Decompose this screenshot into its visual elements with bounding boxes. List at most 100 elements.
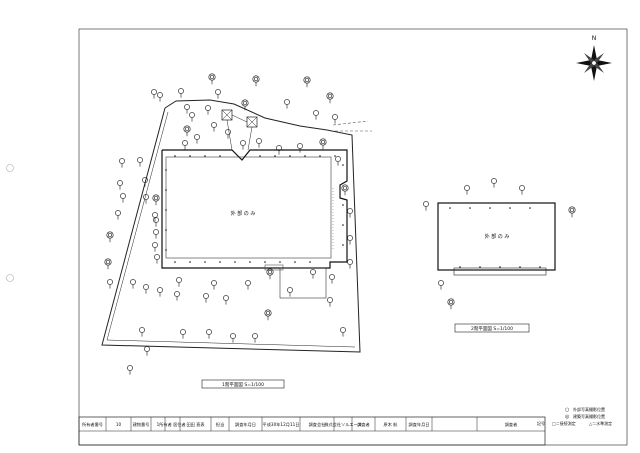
photo-position-marker (287, 287, 293, 293)
title-block-cell: 調査年月日 (409, 421, 430, 428)
photo-position-marker-inner (320, 139, 326, 145)
photo-position-marker-inner (448, 299, 454, 305)
photo-position-marker (568, 206, 576, 214)
photo-position-marker (240, 140, 246, 146)
legend-item-text: 建築写真撮影位置 (573, 413, 605, 419)
photo-position-marker (329, 274, 335, 280)
title-block-cell: 原木 航 (384, 421, 399, 428)
title-block-cell: 所有者番号 (82, 421, 103, 428)
legend-symbol: ○ (565, 407, 569, 413)
plan-1f: 外 部 の み 1階平面図 S=1/100 (101, 73, 372, 389)
compass-north-label: N (592, 35, 597, 42)
plan-1f-caption: 1階平面図 S=1/100 (222, 381, 264, 388)
photo-position-marker-inner (253, 76, 259, 82)
site-boundary-inner (106, 111, 356, 348)
photo-position-marker-inner (242, 100, 248, 106)
photo-position-marker (184, 104, 190, 110)
photo-position-marker-inner (327, 93, 333, 99)
photo-position-marker-inner (184, 126, 190, 132)
plan-1f-caption-box (201, 379, 285, 389)
photo-position-marker (153, 217, 159, 223)
building-1f-outline (161, 149, 348, 269)
photo-position-marker (151, 89, 157, 95)
plan-2f: 外 部 の み 2階平面図 S=1/100 (423, 178, 576, 333)
photo-position-marker (142, 177, 148, 183)
photo-position-marker (120, 193, 126, 199)
photo-position-marker (327, 297, 333, 303)
photo-position-marker (347, 259, 353, 265)
title-block-cell: 株式会社ソルエース (324, 421, 361, 428)
photo-position-marker (154, 254, 160, 260)
photo-position-marker (276, 145, 282, 151)
photo-position-marker-inner (209, 74, 215, 80)
photo-position-marker (347, 208, 353, 214)
binder-hole-top (6, 164, 14, 172)
photo-position-marker (152, 194, 160, 202)
photo-position-marker (119, 158, 125, 164)
title-block-cell: 平成30年12月11日 (263, 421, 300, 428)
photo-position-marker (206, 329, 212, 335)
photo-position-marker (347, 235, 353, 241)
title-block-cell: 担当 (216, 421, 224, 428)
photo-position-marker (319, 138, 327, 146)
photo-position-marker (303, 76, 311, 84)
photo-position-marker (230, 333, 236, 339)
legend-symbol: ◎ (565, 414, 570, 420)
photo-position-marker (284, 99, 290, 105)
photo-position-marker (252, 75, 260, 83)
photo-position-marker (144, 346, 150, 352)
site-boundary (101, 99, 361, 353)
photo-position-marker-inner (569, 207, 575, 213)
photo-position-marker (326, 92, 334, 100)
photo-position-marker (152, 212, 158, 218)
photo-position-marker (106, 231, 114, 239)
photo-position-marker (266, 268, 274, 276)
photo-position-marker (335, 156, 341, 162)
photo-position-marker (115, 210, 121, 216)
photo-position-marker (438, 280, 444, 286)
photo-position-marker (143, 194, 149, 200)
photo-position-marker (211, 122, 217, 128)
photo-position-marker-inner (105, 259, 111, 265)
photo-position-marker (519, 185, 525, 191)
photo-position-marker (194, 134, 200, 140)
title-block-cell: 所有者 居住者 (159, 421, 185, 428)
photo-position-marker (104, 258, 112, 266)
photo-position-marker (183, 125, 191, 133)
photo-position-marker (225, 129, 231, 135)
photo-position-marker (310, 269, 316, 275)
photo-position-marker-inner (265, 310, 271, 316)
drawing-frame (78, 28, 628, 446)
photo-position-marker (245, 280, 251, 286)
photo-markers-2f (423, 178, 576, 310)
photo-position-marker (152, 242, 158, 248)
photo-position-marker (256, 138, 262, 144)
photo-position-marker-inner (107, 232, 113, 238)
title-block-cell: 田田 直表 (186, 421, 205, 428)
balcony-2f (453, 267, 547, 276)
wall-ticks-1f (165, 155, 344, 263)
photo-position-marker (117, 180, 123, 186)
photo-position-marker (332, 114, 338, 120)
photo-position-marker (137, 157, 143, 163)
building-1f-label: 外 部 の み (231, 210, 256, 217)
photo-position-marker (107, 279, 113, 285)
photo-position-marker-inner (304, 77, 310, 83)
entrance-step (264, 264, 284, 271)
photo-position-marker (215, 89, 221, 95)
photo-position-marker (447, 298, 455, 306)
porch-1f (279, 267, 327, 299)
photo-position-marker (423, 201, 429, 207)
photo-position-marker (176, 277, 182, 283)
title-block-cell: 調査者 (357, 421, 370, 428)
photo-position-marker (143, 284, 149, 290)
title-block-cell: 建物番号 (133, 421, 150, 428)
photo-position-marker-inner (153, 195, 159, 201)
building-1f-inner (165, 156, 332, 259)
photo-position-marker (182, 140, 188, 146)
photo-position-marker (189, 112, 195, 118)
photo-position-marker (157, 92, 163, 98)
photo-position-marker-inner (267, 269, 273, 275)
